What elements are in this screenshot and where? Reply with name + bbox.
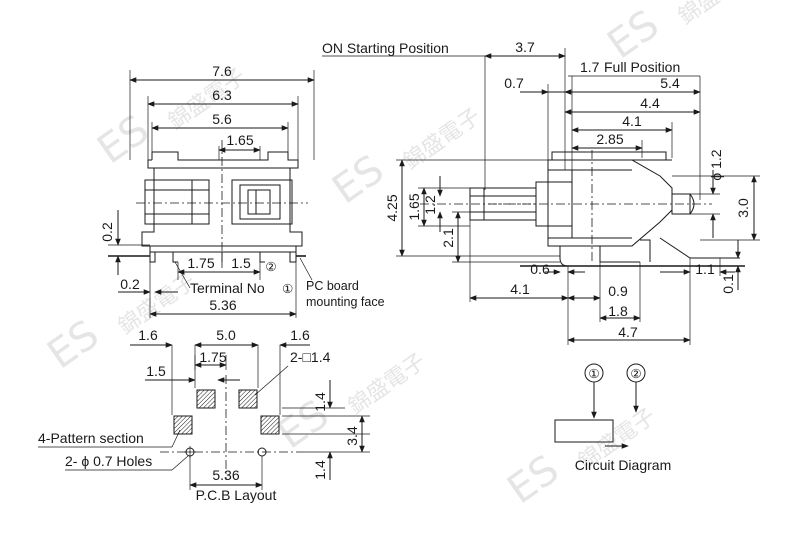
watermark-text: 錦盛電子: [674, 0, 760, 30]
dim-1-65-vertical: 1.65: [406, 193, 422, 220]
dim-4-7: 4.7: [618, 324, 638, 340]
dim-0-2-vertical: 0.2: [99, 222, 115, 242]
dim-2-85: 2.85: [596, 131, 623, 147]
dim-1-1: 1.1: [695, 261, 715, 277]
dim-1-5: 1.5: [231, 255, 251, 271]
dim-2-1: 2.1: [440, 228, 456, 248]
watermark-logo: ES: [499, 446, 567, 513]
switch-slider: [554, 419, 614, 443]
dim-1-8: 1.8: [608, 303, 628, 319]
dim-4-1: 4.1: [622, 113, 642, 129]
dim-5-4: 5.4: [660, 75, 680, 91]
dim-3-4: 3.4: [344, 426, 360, 446]
pattern-section-label: 4-Pattern section: [38, 430, 144, 446]
dim-3-7: 3.7: [515, 39, 535, 55]
dim-1-7: 1.7: [580, 59, 600, 75]
dim-5-36: 5.36: [209, 297, 236, 313]
holes-label: 2- ϕ 0.7 Holes: [65, 453, 152, 469]
dim-0-6: 0.6: [530, 261, 550, 277]
side-view: ON Starting Position 3.7 1.7 Full Positi…: [322, 39, 760, 345]
circuit-diagram: ① ② Circuit Diagram: [554, 363, 671, 473]
dim-1-75: 1.75: [187, 255, 214, 271]
pc-board-label: PC board: [306, 279, 359, 293]
mounting-face-label: mounting face: [306, 295, 385, 309]
watermark-logo: ES: [39, 311, 107, 378]
pattern-pad: [260, 415, 280, 435]
dim-1-2-vertical: 1.2: [422, 195, 438, 215]
dim-4-1-bottom: 4.1: [510, 281, 530, 297]
watermark-text: 錦盛電子: [164, 64, 250, 135]
dim-4-25: 4.25: [384, 194, 400, 221]
square-pad: [196, 389, 216, 409]
dim-1-5-pcb: 1.5: [146, 363, 166, 379]
terminal-label: Terminal No: [190, 280, 265, 296]
dim-5-6: 5.6: [212, 111, 232, 127]
dim-3-0: 3.0: [735, 198, 751, 218]
watermark-logo: ES: [89, 106, 157, 173]
dim-1-4-top: 1.4: [312, 392, 328, 412]
watermark-logo: ES: [324, 146, 392, 213]
terminal-1-marker: ①: [282, 282, 293, 296]
dim-1-6-left: 1.6: [138, 327, 158, 343]
square-pad-label: 2-□1.4: [290, 349, 331, 365]
dim-dia-1-2: ϕ 1.2: [708, 149, 724, 180]
dim-4-4: 4.4: [640, 95, 660, 111]
on-starting-position-label: ON Starting Position: [322, 40, 449, 56]
dim-1-65: 1.65: [226, 132, 253, 148]
front-view: 7.6 6.3 5.6 1.65: [99, 63, 385, 318]
dim-5-0: 5.0: [216, 327, 236, 343]
dim-5-36-pcb: 5.36: [212, 467, 239, 483]
dim-1-6-right: 1.6: [290, 327, 310, 343]
pattern-pad: [173, 415, 193, 435]
dim-0-7: 0.7: [504, 75, 524, 91]
dim-0-9: 0.9: [608, 283, 628, 299]
dim-7-6: 7.6: [212, 63, 232, 79]
pcb-layout-title: P.C.B Layout: [196, 487, 277, 503]
terminal-2-marker: ②: [265, 260, 276, 274]
watermark-text: 錦盛電子: [399, 104, 485, 175]
pcb-layout: 1.6 5.0 1.6 1.75 1.5 2-□1.4 1.4: [38, 327, 370, 503]
circuit-diagram-title: Circuit Diagram: [575, 457, 671, 473]
circuit-terminal-1: ①: [588, 367, 599, 381]
circuit-terminal-2: ②: [630, 367, 641, 381]
dim-0-2-horizontal: 0.2: [120, 276, 140, 292]
dim-1-75-pcb: 1.75: [199, 349, 226, 365]
dim-6-3: 6.3: [212, 87, 232, 103]
dim-0-1: 0.1: [720, 274, 736, 294]
full-position-label: Full Position: [604, 59, 680, 75]
square-pad: [238, 389, 258, 409]
dim-1-4-bottom: 1.4: [312, 460, 328, 480]
watermark-text: 錦盛電子: [344, 349, 430, 420]
